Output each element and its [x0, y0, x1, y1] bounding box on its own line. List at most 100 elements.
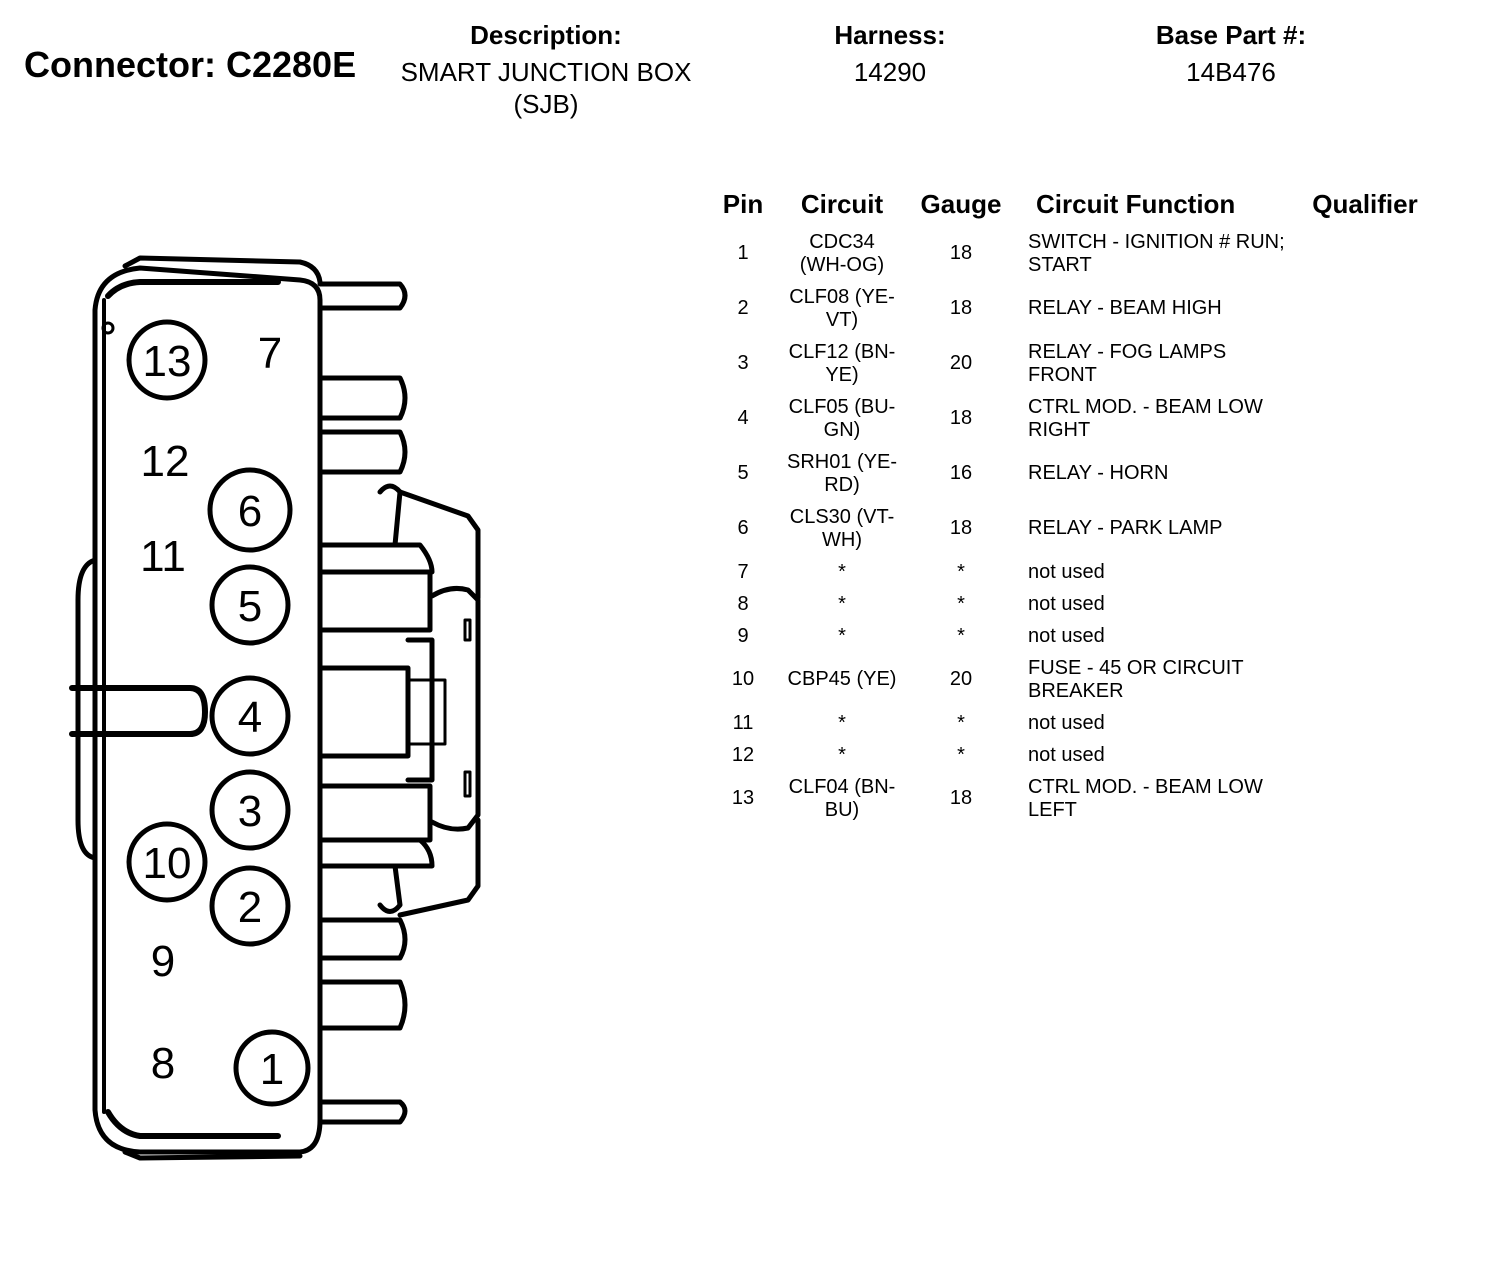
table-header-row: Pin Circuit Gauge Circuit Function Quali…: [700, 182, 1430, 226]
pin-label: 3: [238, 787, 262, 836]
base-part-block: Base Part #: 14B476: [1120, 20, 1342, 88]
function-cell: not used: [1028, 743, 1105, 766]
function-cell: SWITCH - IGNITION # RUN; START: [1028, 230, 1285, 276]
circuit-cell: CDC34 (WH-OG): [799, 230, 885, 276]
gauge-cell: 16: [949, 462, 973, 484]
qualifier-cell: [1300, 652, 1430, 707]
pin-label: 7: [258, 329, 282, 378]
circuit-cell: CLS30 (VT-WH): [789, 505, 895, 551]
pin-cell: 6: [737, 517, 749, 539]
gauge-cell: 18: [949, 787, 973, 809]
pin-cell: 7: [737, 560, 749, 583]
pin-circle: [209, 564, 291, 646]
qualifier-cell: [1300, 446, 1430, 501]
table-row: 11**not used: [700, 707, 1430, 739]
base-part-heading: Base Part #:: [1155, 20, 1307, 50]
function-cell: RELAY - BEAM HIGH: [1028, 297, 1222, 319]
pin-cell: 8: [737, 592, 749, 615]
pin-label: 11: [140, 532, 186, 581]
pin-circle: [126, 821, 208, 903]
column-header-qualifier: Qualifier: [1312, 188, 1418, 219]
pin-cell: 10: [731, 668, 755, 690]
pin-circle: [209, 675, 291, 757]
pin-label: 5: [238, 582, 262, 631]
description-heading: Description:: [470, 20, 622, 50]
pin-cell: 4: [737, 407, 749, 429]
function-cell: CTRL MOD. - BEAM LOW LEFT: [1028, 775, 1263, 821]
qualifier-cell: [1300, 739, 1430, 771]
function-cell: FUSE - 45 OR CIRCUIT BREAKER: [1028, 656, 1244, 702]
column-header-gauge: Gauge: [920, 188, 1002, 219]
circuit-cell: *: [838, 624, 846, 647]
qualifier-cell: [1300, 556, 1430, 588]
description-block: Description: SMART JUNCTION BOX (SJB): [380, 20, 712, 120]
function-cell: RELAY - FOG LAMPS FRONT: [1028, 340, 1227, 386]
pin-table-body: 1 CDC34 (WH-OG) 18 SWITCH - IGNITION # RUN;…: [700, 226, 1430, 826]
qualifier-cell: [1300, 771, 1430, 826]
gauge-cell: *: [957, 743, 965, 766]
description-line-1: SMART JUNCTION BOX: [400, 57, 692, 87]
column-header-circuit-function: Circuit Function: [1036, 188, 1236, 219]
function-cell: RELAY - PARK LAMP: [1028, 517, 1223, 539]
qualifier-cell: [1300, 281, 1430, 336]
table-row: 7 * * not used: [700, 556, 1430, 588]
harness-heading: Harness:: [834, 20, 946, 50]
harness-value: 14290: [853, 57, 927, 87]
pin-cell: 1: [737, 242, 749, 264]
function-cell: not used: [1028, 592, 1105, 615]
gauge-cell: *: [957, 711, 965, 734]
pin-circle: [209, 865, 291, 947]
qualifier-cell: [1300, 336, 1430, 391]
qualifier-cell: [1300, 391, 1430, 446]
connector-title: Connector: C2280E: [24, 44, 357, 85]
circuit-cell: *: [838, 711, 846, 734]
function-cell: not used: [1028, 624, 1105, 647]
gauge-cell: *: [957, 560, 965, 583]
gauge-cell: 18: [949, 517, 973, 539]
function-cell: not used: [1028, 560, 1105, 583]
pin-label: 6: [238, 487, 262, 536]
pin-cell: 9: [737, 624, 749, 647]
table-row: 10 CBP45 (YE) 20 FUSE - 45 OR CIRCUIT BREAK…: [700, 652, 1430, 707]
table-row: 8 * * not used: [700, 588, 1430, 620]
pin-cell: 3: [737, 352, 749, 374]
qualifier-cell: [1300, 501, 1430, 556]
gauge-cell: 18: [949, 407, 973, 429]
pin-label: 13: [143, 337, 192, 386]
description-line-2: (SJB): [513, 89, 579, 119]
pin-cell: 11: [732, 711, 754, 734]
pin-label: 1: [260, 1045, 284, 1094]
pin-circle: [233, 1029, 311, 1107]
circuit-cell: *: [838, 592, 846, 615]
circuit-cell: CLF08 (YE-VT): [789, 285, 895, 331]
pin-cell: 5: [737, 462, 749, 484]
base-part-value: 14B476: [1186, 57, 1276, 87]
qualifier-cell: [1300, 707, 1430, 739]
circuit-cell: CBP45 (YE): [787, 668, 897, 690]
pin-label: 8: [151, 1039, 175, 1088]
pin-cell: 2: [737, 297, 749, 319]
pin-label: 9: [151, 937, 175, 986]
table-row: 6 CLS30 (VT-WH) 18 RELAY - PARK LAMP: [700, 501, 1430, 556]
function-cell: RELAY - HORN: [1028, 462, 1169, 484]
pin-cell: 12: [731, 743, 755, 766]
function-cell: CTRL MOD. - BEAM LOW RIGHT: [1028, 395, 1263, 441]
gauge-cell: 20: [949, 668, 973, 690]
column-header-pin: Pin: [722, 188, 764, 219]
pin-table: Pin Circuit Gauge Circuit Function Quali…: [700, 182, 1430, 826]
pin-label: 4: [238, 693, 262, 742]
circuit-cell: SRH01 (YE-RD): [786, 450, 898, 496]
gauge-cell: *: [957, 592, 965, 615]
pin-circle: [209, 769, 291, 851]
circuit-cell: *: [838, 743, 846, 766]
gauge-cell: 18: [949, 297, 973, 319]
circuit-cell: *: [838, 560, 846, 583]
circuit-cell: CLF12 (BN-YE): [788, 340, 896, 386]
table-row: 12 * * not used: [700, 739, 1430, 771]
